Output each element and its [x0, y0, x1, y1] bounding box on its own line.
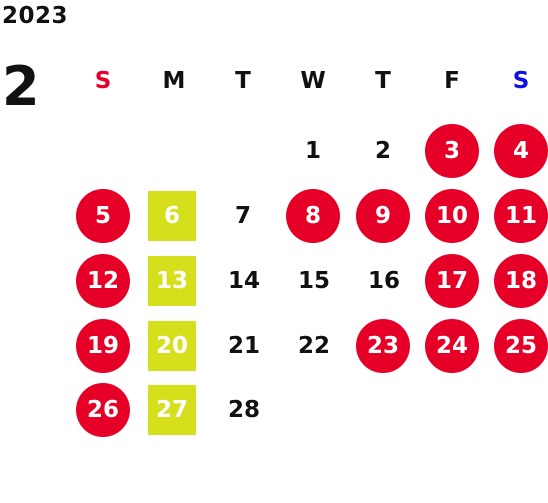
day-cell[interactable]: 21: [227, 333, 260, 359]
day-cell[interactable]: 23: [356, 319, 410, 373]
day-cell[interactable]: 5: [76, 189, 130, 243]
weekday-monday: M: [162, 68, 186, 94]
day-cell[interactable]: 27: [148, 385, 196, 435]
day-cell[interactable]: 24: [425, 319, 479, 373]
day-cell[interactable]: 9: [356, 189, 410, 243]
day-cell[interactable]: 10: [425, 189, 479, 243]
day-cell[interactable]: 3: [425, 124, 479, 178]
day-cell[interactable]: 28: [227, 397, 260, 423]
weekday-thursday: T: [375, 68, 391, 94]
day-cell[interactable]: 7: [234, 203, 251, 229]
day-cell[interactable]: 22: [297, 333, 330, 359]
day-cell[interactable]: 15: [297, 268, 330, 294]
day-cell[interactable]: 2: [374, 138, 391, 164]
day-cell[interactable]: 18: [494, 254, 548, 308]
day-cell[interactable]: 1: [304, 138, 321, 164]
weekday-saturday: S: [512, 68, 530, 94]
day-cell[interactable]: 4: [494, 124, 548, 178]
day-cell[interactable]: 26: [76, 383, 130, 437]
day-cell[interactable]: 8: [286, 189, 340, 243]
year-label: 2023: [2, 3, 69, 29]
day-cell[interactable]: 16: [367, 268, 400, 294]
day-cell[interactable]: 25: [494, 319, 548, 373]
day-cell[interactable]: 12: [76, 254, 130, 308]
day-cell[interactable]: 14: [227, 268, 260, 294]
day-cell[interactable]: 6: [148, 191, 196, 241]
day-cell[interactable]: 19: [76, 319, 130, 373]
weekday-friday: F: [444, 68, 460, 94]
month-label: 2: [2, 55, 40, 118]
weekday-sunday: S: [94, 68, 112, 94]
day-cell[interactable]: 20: [148, 321, 196, 371]
weekday-wednesday: W: [300, 68, 326, 94]
day-cell[interactable]: 11: [494, 189, 548, 243]
day-cell[interactable]: 17: [425, 254, 479, 308]
weekday-tuesday: T: [235, 68, 251, 94]
day-cell[interactable]: 13: [148, 256, 196, 306]
